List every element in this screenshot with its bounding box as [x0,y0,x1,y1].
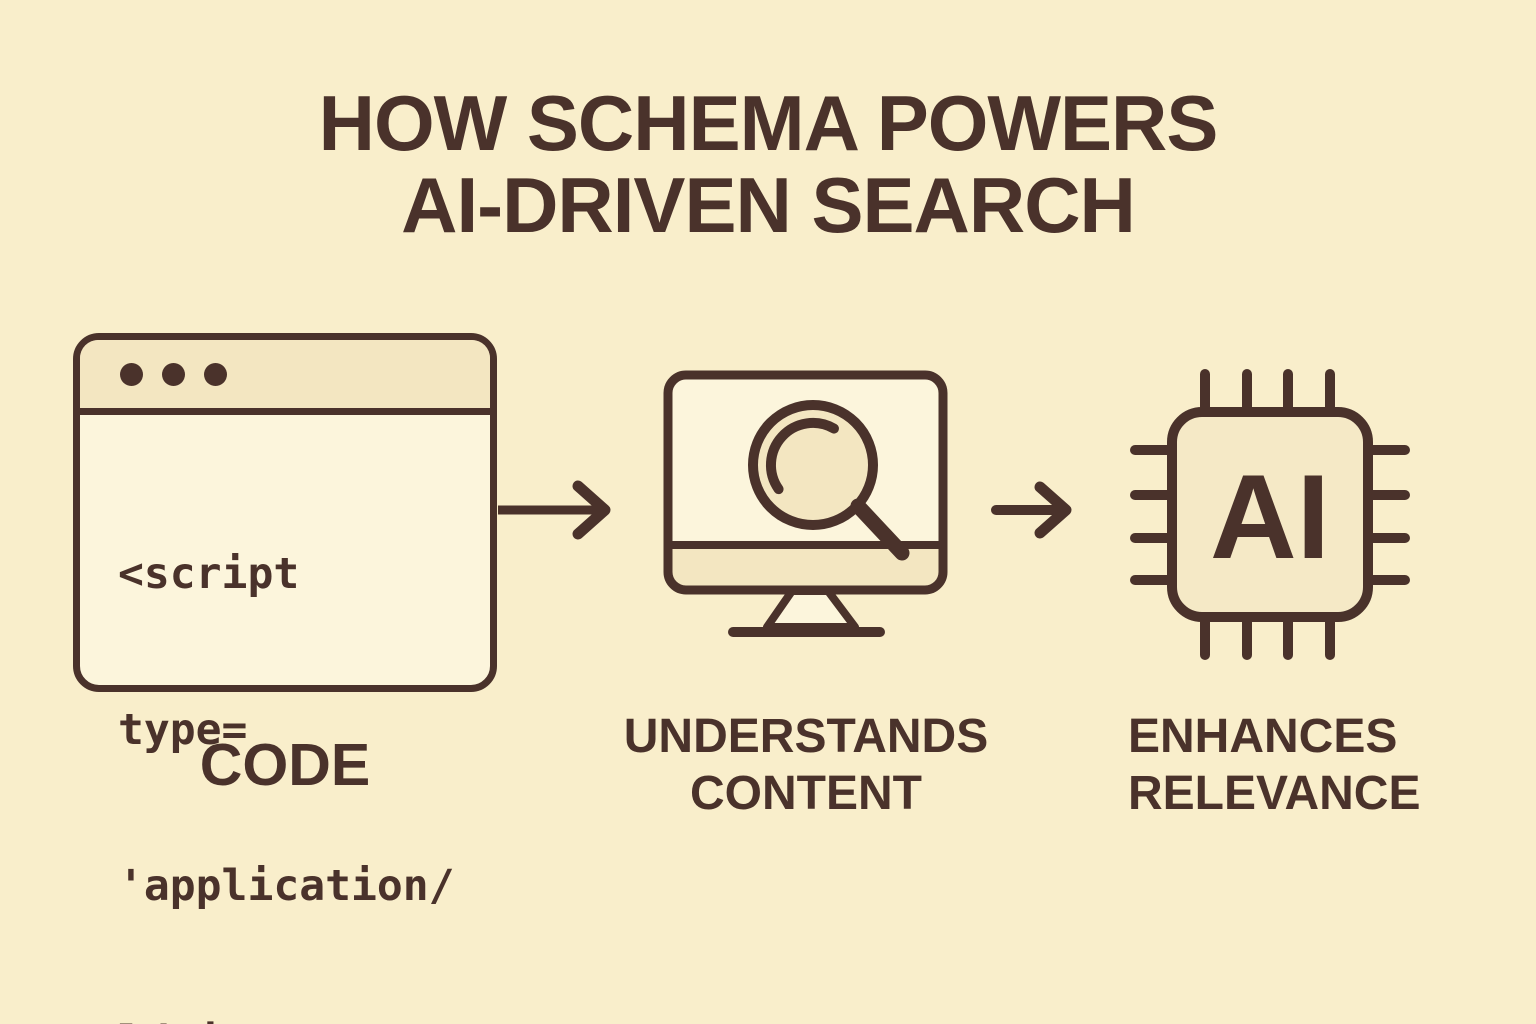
arrow-right-icon [991,481,1072,539]
page-title: HOW SCHEMA POWERS AI-DRIVEN SEARCH [0,82,1536,246]
chip-ai-text: AI [1210,450,1330,584]
code-line: ld+json'> [118,1016,455,1024]
browser-window: <script type= 'application/ ld+json'> [73,333,497,1024]
page-title-line2: AI-DRIVEN SEARCH [401,161,1136,249]
code-line: type= [118,705,248,755]
window-dot-icon [162,362,185,386]
ai-chip-icon: AI [1130,369,1410,660]
window-dot-icon [120,362,143,386]
arrow-right-icon [498,480,611,540]
code-snippet: <script type= 'application/ ld+json'> [118,444,455,1024]
page-title-line1: HOW SCHEMA POWERS [318,79,1219,167]
step-label-line: UNDERSTANDS [623,710,989,763]
monitor-search-icon [663,370,948,637]
step-label-code: CODE [199,732,371,798]
step-label-line: CONTENT [690,767,922,820]
browser-titlebar [80,340,490,415]
step-label-enhances-relevance: ENHANCES RELEVANCE [1128,708,1448,822]
window-dot-icon [204,362,227,386]
code-line: 'application/ [118,861,455,911]
step-label-understands-content: UNDERSTANDS CONTENT [600,708,1012,822]
step-label-line: RELEVANCE [1128,767,1421,820]
step-label-line: ENHANCES [1128,710,1398,763]
code-line: <script [118,549,300,599]
